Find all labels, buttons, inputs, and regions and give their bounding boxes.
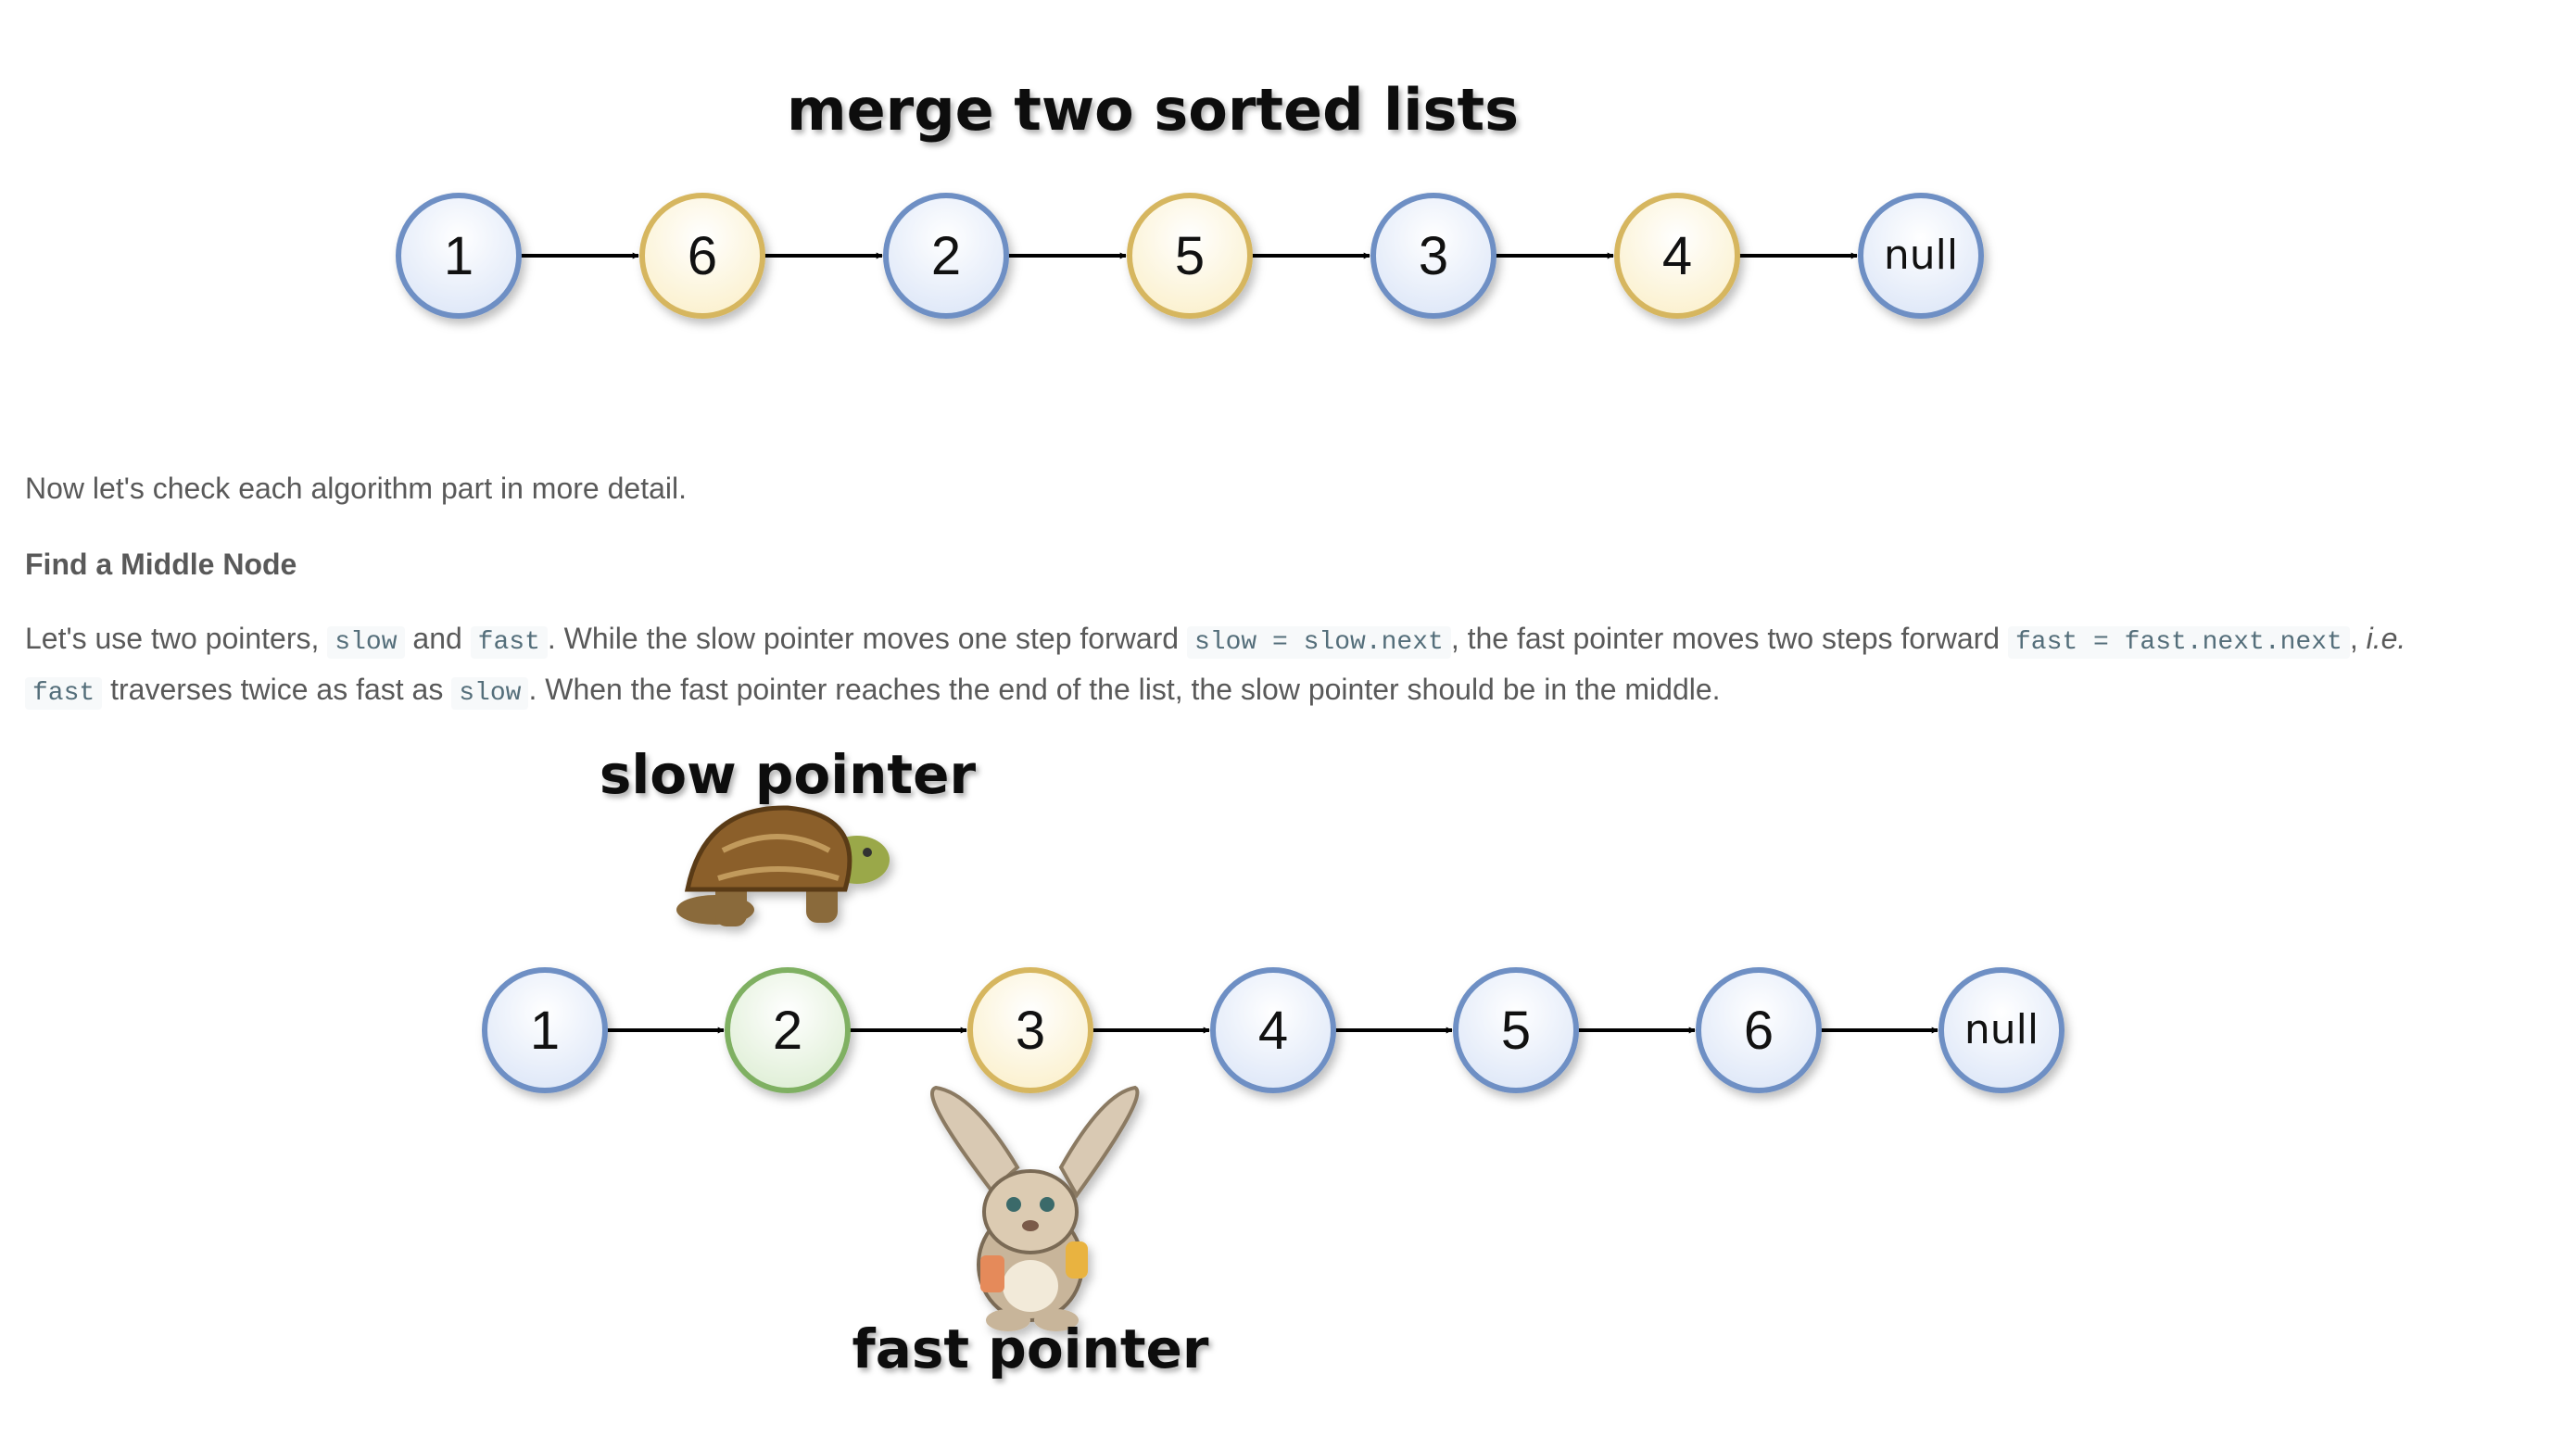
node-label: 6 [688,226,717,286]
list-node-3 [967,967,1093,1093]
merge-lists-diagram: merge two sorted lists 1 6 2 5 3 4 null [396,76,1984,319]
pointer-explanation-paragraph: Let's use two pointers, slow and fast. W… [25,615,2555,717]
list-node-5 [1127,193,1253,319]
list-node-null [1938,967,2065,1093]
list-node-1 [396,193,522,319]
inline-code-fast: fast [25,677,103,710]
node-label: 4 [1662,226,1692,286]
paragraph-text: . While the slow pointer moves one step … [547,622,1187,655]
node-label: 3 [1419,226,1448,286]
inline-code-fast-step: fast = fast.next.next [2007,626,2350,659]
intro-text: Now let's check each algorithm part in m… [25,472,687,505]
slow-pointer-label: slow pointer [600,743,977,806]
list-node-null [1858,193,1984,319]
node-label: null [1884,232,1958,279]
inline-code-slow: slow [327,626,405,659]
node-label: 5 [1175,226,1205,286]
inline-code-slow-step: slow = slow.next [1186,626,1451,659]
paragraph-text: and [404,622,471,655]
list-node-1 [482,967,608,1093]
section-heading: Find a Middle Node [25,548,297,581]
list-node-5 [1453,967,1579,1093]
node-label: 3 [1016,1001,1045,1061]
diagram-title: merge two sorted lists [787,76,1519,144]
node-label: 6 [1744,1001,1774,1061]
node-label: 2 [931,226,961,286]
inline-code-slow: slow [451,677,529,710]
list-node-3 [1370,193,1496,319]
slow-fast-pointer-diagram: slow pointer fast pointer 1 2 3 4 5 6 null [482,743,2065,1380]
rabbit-icon [930,1085,1140,1331]
paragraph-text: Let's use two pointers, [25,622,328,655]
node-label: 5 [1501,1001,1531,1061]
node-label: null [1964,1006,2039,1053]
node-label: 2 [773,1001,802,1061]
paragraph-text: , the fast pointer moves two steps forwa… [1450,622,2008,655]
list-node-6 [1696,967,1822,1093]
list-node-2 [883,193,1009,319]
fast-pointer-label: fast pointer [852,1317,1208,1380]
turtle-icon [676,805,890,926]
paragraph-text: . When the fast pointer reaches the end … [528,673,1721,706]
list-node-6 [639,193,765,319]
paragraph-text: , [2349,622,2367,655]
list-node-4 [1614,193,1740,319]
node-label: 1 [530,1001,560,1061]
node-label: 1 [444,226,474,286]
paragraph-text: traverses twice as fast as [102,673,452,706]
inline-code-fast: fast [470,626,548,659]
list-node-4 [1210,967,1336,1093]
node-label: 4 [1258,1001,1288,1061]
emphasis-ie: i.e. [2366,622,2406,655]
list-node-2 [725,967,851,1093]
